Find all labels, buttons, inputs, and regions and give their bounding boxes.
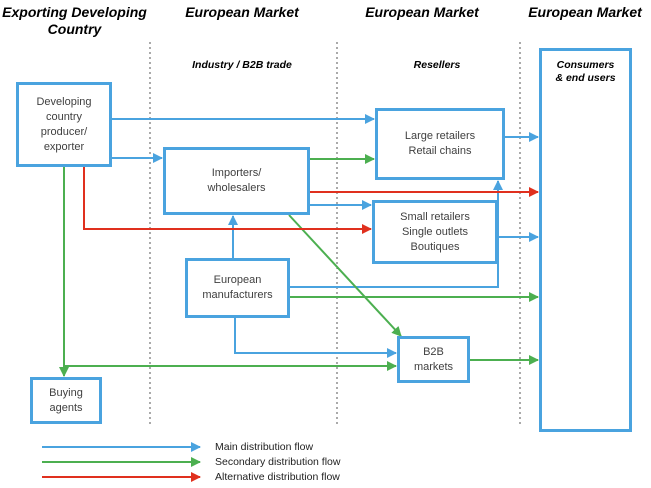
flow-manufacturers-to-large-retailers xyxy=(290,180,503,288)
flow-importers-to-b2b xyxy=(288,214,402,337)
legend-main-label: Main distribution flow xyxy=(215,441,314,453)
legend-alternative-label: Alternative distribution flow xyxy=(215,471,340,483)
small-retailers-label: Small retailers Single outlets Boutiques xyxy=(400,210,470,253)
box-european-manufacturers: European manufacturers xyxy=(185,258,290,318)
flow-producer-to-small-retailers-alternative xyxy=(83,167,372,234)
legend-secondary-label: Secondary distribution flow xyxy=(215,456,341,468)
box-consumers-end-users: Consumers & end users xyxy=(539,48,632,432)
box-buying-agents: Buying agents xyxy=(30,377,102,424)
box-b2b-markets: B2B markets xyxy=(397,336,470,383)
subheader-industry-b2b: Industry / B2B trade xyxy=(192,59,292,71)
producer-label: Developing country producer/ exporter xyxy=(36,95,92,153)
box-developing-country-producer: Developing country producer/ exporter xyxy=(16,82,112,167)
manufacturers-label: European manufacturers xyxy=(202,274,273,301)
importers-label: Importers/ wholesalers xyxy=(207,167,266,194)
box-large-retailers: Large retailers Retail chains xyxy=(375,108,505,180)
header-european-market-2: European Market xyxy=(365,4,479,20)
box-importers-wholesalers: Importers/ wholesalers xyxy=(163,147,310,215)
b2b-label: B2B markets xyxy=(413,345,454,373)
header-exporting-country: Exporting Developing Country xyxy=(2,4,147,37)
header-european-market-1: European Market xyxy=(185,4,299,20)
consumers-label: Consumers & end users xyxy=(555,59,616,84)
buying-agents-label: Buying agents xyxy=(49,386,83,414)
box-small-retailers: Small retailers Single outlets Boutiques xyxy=(372,200,498,264)
subheader-resellers: Resellers xyxy=(413,59,461,71)
large-retailers-label: Large retailers Retail chains xyxy=(404,130,476,157)
flow-manufacturers-to-b2b xyxy=(234,318,397,358)
header-european-market-3: European Market xyxy=(528,4,642,20)
